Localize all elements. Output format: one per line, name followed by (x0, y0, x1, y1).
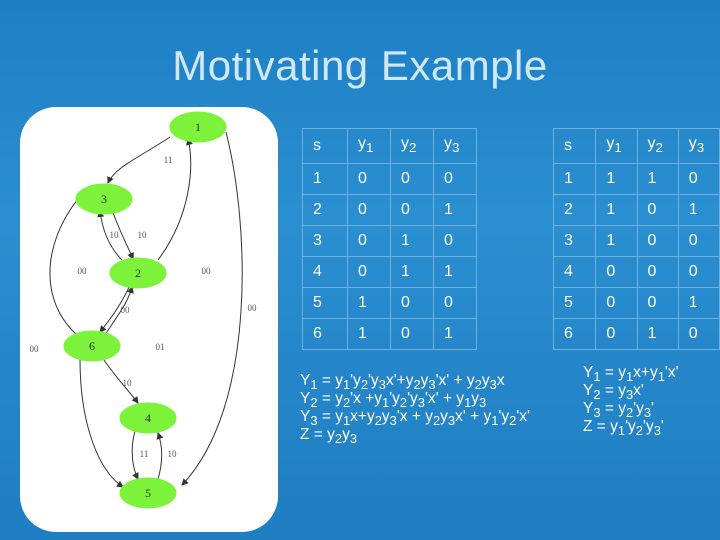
header-y2: y2 (390, 127, 434, 165)
node-label-5: 5 (145, 486, 151, 500)
header-y3: y3 (433, 127, 477, 165)
equation-line: Z = y2y3 (300, 426, 358, 447)
edge-6-5 (79, 358, 124, 488)
node-label-4: 4 (145, 411, 151, 425)
slide-title: Motivating Example (172, 42, 548, 89)
edge-label: 10 (168, 449, 178, 459)
state-node-5 (119, 477, 177, 509)
edge-6-2 (104, 286, 134, 336)
edge-3-6 (49, 198, 83, 340)
equation-line: Y3 = y1x+y2y3'x + y2y3x' + y1'y2'x' (300, 408, 530, 429)
state-node-6 (63, 330, 121, 362)
edge-3-2 (111, 209, 134, 260)
edge-label: 10 (110, 230, 120, 240)
header-y2: y2 (636, 127, 679, 165)
edge-label: 01 (156, 342, 165, 352)
state-node-4 (119, 402, 177, 434)
header-y1: y1 (347, 127, 391, 165)
state-diagram-panel: 1 3 2 6 4 5 11 10 10 00 00 00 00 00 01 1… (20, 107, 278, 532)
header-y1: y1 (595, 127, 638, 165)
equation-line: Y2 = y2'x +y1'y2'y3'x' + y1y3 (300, 390, 487, 411)
edge-label: 00 (121, 305, 131, 315)
header-s: s (552, 127, 597, 165)
edge-label: 00 (202, 266, 212, 276)
equation-line: Z = y1'y2'y3' (583, 418, 664, 439)
equation-line: Y3 = y2'y3' (583, 400, 655, 421)
equation-line: Y1 = y1x+y1'x' (583, 364, 679, 385)
equation-line: Y2 = y3x' (583, 382, 644, 403)
state-node-3 (75, 183, 133, 215)
node-label-1: 1 (195, 120, 201, 134)
state-node-1 (169, 111, 227, 143)
edge-label: 00 (30, 344, 40, 354)
node-label-2: 2 (135, 266, 141, 280)
edge-label: 11 (164, 155, 173, 165)
node-label-6: 6 (89, 339, 95, 353)
edge-6-4 (101, 356, 139, 404)
edge-2-3 (97, 210, 125, 263)
table-header-row: s y1 y2 y3 (552, 127, 720, 165)
edge-5-4 (156, 432, 164, 480)
equations-left: Y1 = y1'y2'y3x'+y2y3'x' + y2y3x Y2 = y2'… (300, 372, 530, 447)
edge-2-1 (157, 138, 193, 261)
edge-label: 00 (78, 266, 88, 276)
edge-4-5 (131, 430, 139, 480)
header-y3: y3 (677, 127, 720, 165)
edge-1-5 (181, 131, 243, 486)
state-diagram: 1 3 2 6 4 5 11 10 10 00 00 00 00 00 01 1… (30, 111, 258, 509)
edge-1-3 (107, 136, 171, 184)
equations-right: Y1 = y1x+y1'x' Y2 = y3x' Y3 = y2'y3' Z =… (583, 364, 679, 439)
edge-label: 11 (140, 449, 149, 459)
edge-label: 00 (248, 303, 258, 313)
edge-label: 10 (123, 378, 133, 388)
header-s: s (302, 127, 348, 165)
equation-line: Y1 = y1'y2'y3x'+y2y3'x' + y2y3x (300, 372, 505, 393)
node-label-3: 3 (101, 192, 107, 206)
table-header-row: s y1 y2 y3 (302, 127, 477, 165)
state-node-2 (109, 257, 167, 289)
edge-label: 10 (138, 230, 148, 240)
